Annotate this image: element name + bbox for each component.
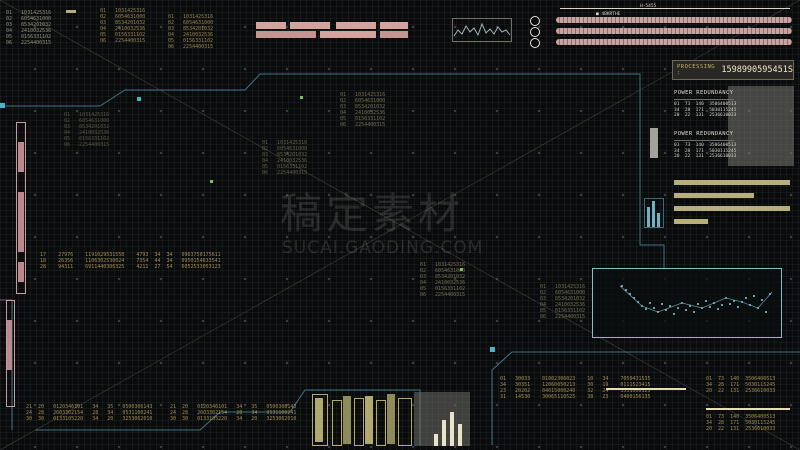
- center-data-cluster-e: 01 1031425316 02 6054631000 03 853420103…: [64, 112, 110, 148]
- status-dot-2[interactable]: [530, 27, 540, 37]
- top-status-label-b: ■ 4BKRTHE: [596, 12, 621, 17]
- redundancy-rule-2: [674, 140, 734, 141]
- bottom-right-highlight-2: [706, 408, 790, 410]
- khaki-bar-1: [674, 180, 790, 185]
- indicator-dot-3: [300, 96, 303, 99]
- watermark-en: SUCAI.GAODING.COM: [282, 238, 484, 258]
- redundancy-panel-bg: [728, 86, 794, 166]
- bottom-right-highlight-1: [606, 388, 686, 390]
- khaki-bar-3: [674, 206, 790, 211]
- data-table-bottom-left: 21 20 0120346101 34 35 0500306143 24 28 …: [26, 404, 153, 422]
- status-bar-2: [556, 28, 792, 34]
- redundancy-side-blocks: [650, 128, 658, 158]
- processing-label: PROCESSING :: [677, 64, 716, 76]
- indicator-dot-2: [460, 268, 463, 271]
- status-dot-1[interactable]: [530, 16, 540, 26]
- indicator-dot-1: [210, 180, 213, 183]
- center-data-cluster-c: 01 1031425316 02 6054631000 03 853420103…: [420, 262, 466, 298]
- data-column-left-top: 01 1031425316 02 6054631000 03 853420103…: [6, 10, 52, 46]
- data-table-far-right: 01 73 140 3506400513 34 28 171 503011524…: [706, 376, 776, 394]
- redundancy-data-1: 01 73 140 3506400513 34 28 171 503011524…: [674, 102, 737, 118]
- processing-value: 1598990595451S: [721, 65, 793, 75]
- redundancy-rule-1: [674, 99, 734, 100]
- center-data-cluster-b: 01 1031425316 02 6054631000 03 853420103…: [262, 140, 308, 176]
- top-status-rule: [560, 8, 790, 9]
- data-table-far-right-b: 01 73 140 3506400513 34 28 171 503011524…: [706, 414, 776, 432]
- teal-histogram: [644, 198, 664, 228]
- data-table-bottom-right: 01 30033 01002306023 10 34 7050431535 34…: [500, 376, 651, 400]
- top-status-label-a: H-5455: [640, 4, 657, 9]
- khaki-bar-2: [674, 193, 754, 198]
- data-column-left-top-b: 01 1031425316 02 6054631000 03 853420103…: [100, 8, 146, 44]
- watermark-cn: 稿定素材: [280, 189, 465, 238]
- left-pink-bars: [14, 112, 32, 302]
- power-redundancy-title-2: POWER REDUNDANCY: [674, 131, 734, 137]
- status-bar-1: [556, 17, 792, 23]
- power-redundancy-title-1: POWER REDUNDANCY: [674, 90, 734, 96]
- redundancy-data-2: 01 73 140 3506400513 34 28 171 503011524…: [674, 143, 737, 159]
- data-table-bottom-left-b: 21 20 0120346101 34 35 0500306143 24 28 …: [170, 404, 297, 422]
- khaki-bar-4: [674, 219, 708, 224]
- bottom-bar-cluster: [310, 394, 414, 446]
- data-column-left-top-c: 01 1031425316 02 6054631000 03 853420103…: [168, 14, 214, 50]
- top-left-header-bar: [66, 10, 76, 13]
- center-data-cluster-d: 01 1031425316 02 6054631000 03 853420103…: [540, 284, 586, 320]
- status-dot-3[interactable]: [530, 38, 540, 48]
- center-data-cluster-a: 01 1031425316 02 6054631000 03 853420103…: [340, 92, 386, 128]
- top-pink-block: [256, 22, 408, 42]
- bottom-histogram: [414, 392, 470, 446]
- status-bar-3: [556, 39, 792, 45]
- mini-signal-graph: [452, 18, 512, 42]
- left-pink-bars-lower: [4, 300, 16, 410]
- waveform-scatter-panel: [592, 268, 782, 338]
- processing-readout: PROCESSING : 1598990595451S: [672, 60, 794, 80]
- data-table-mid-left: 17 27976 1191029531558 4793 34 34 096375…: [40, 252, 221, 270]
